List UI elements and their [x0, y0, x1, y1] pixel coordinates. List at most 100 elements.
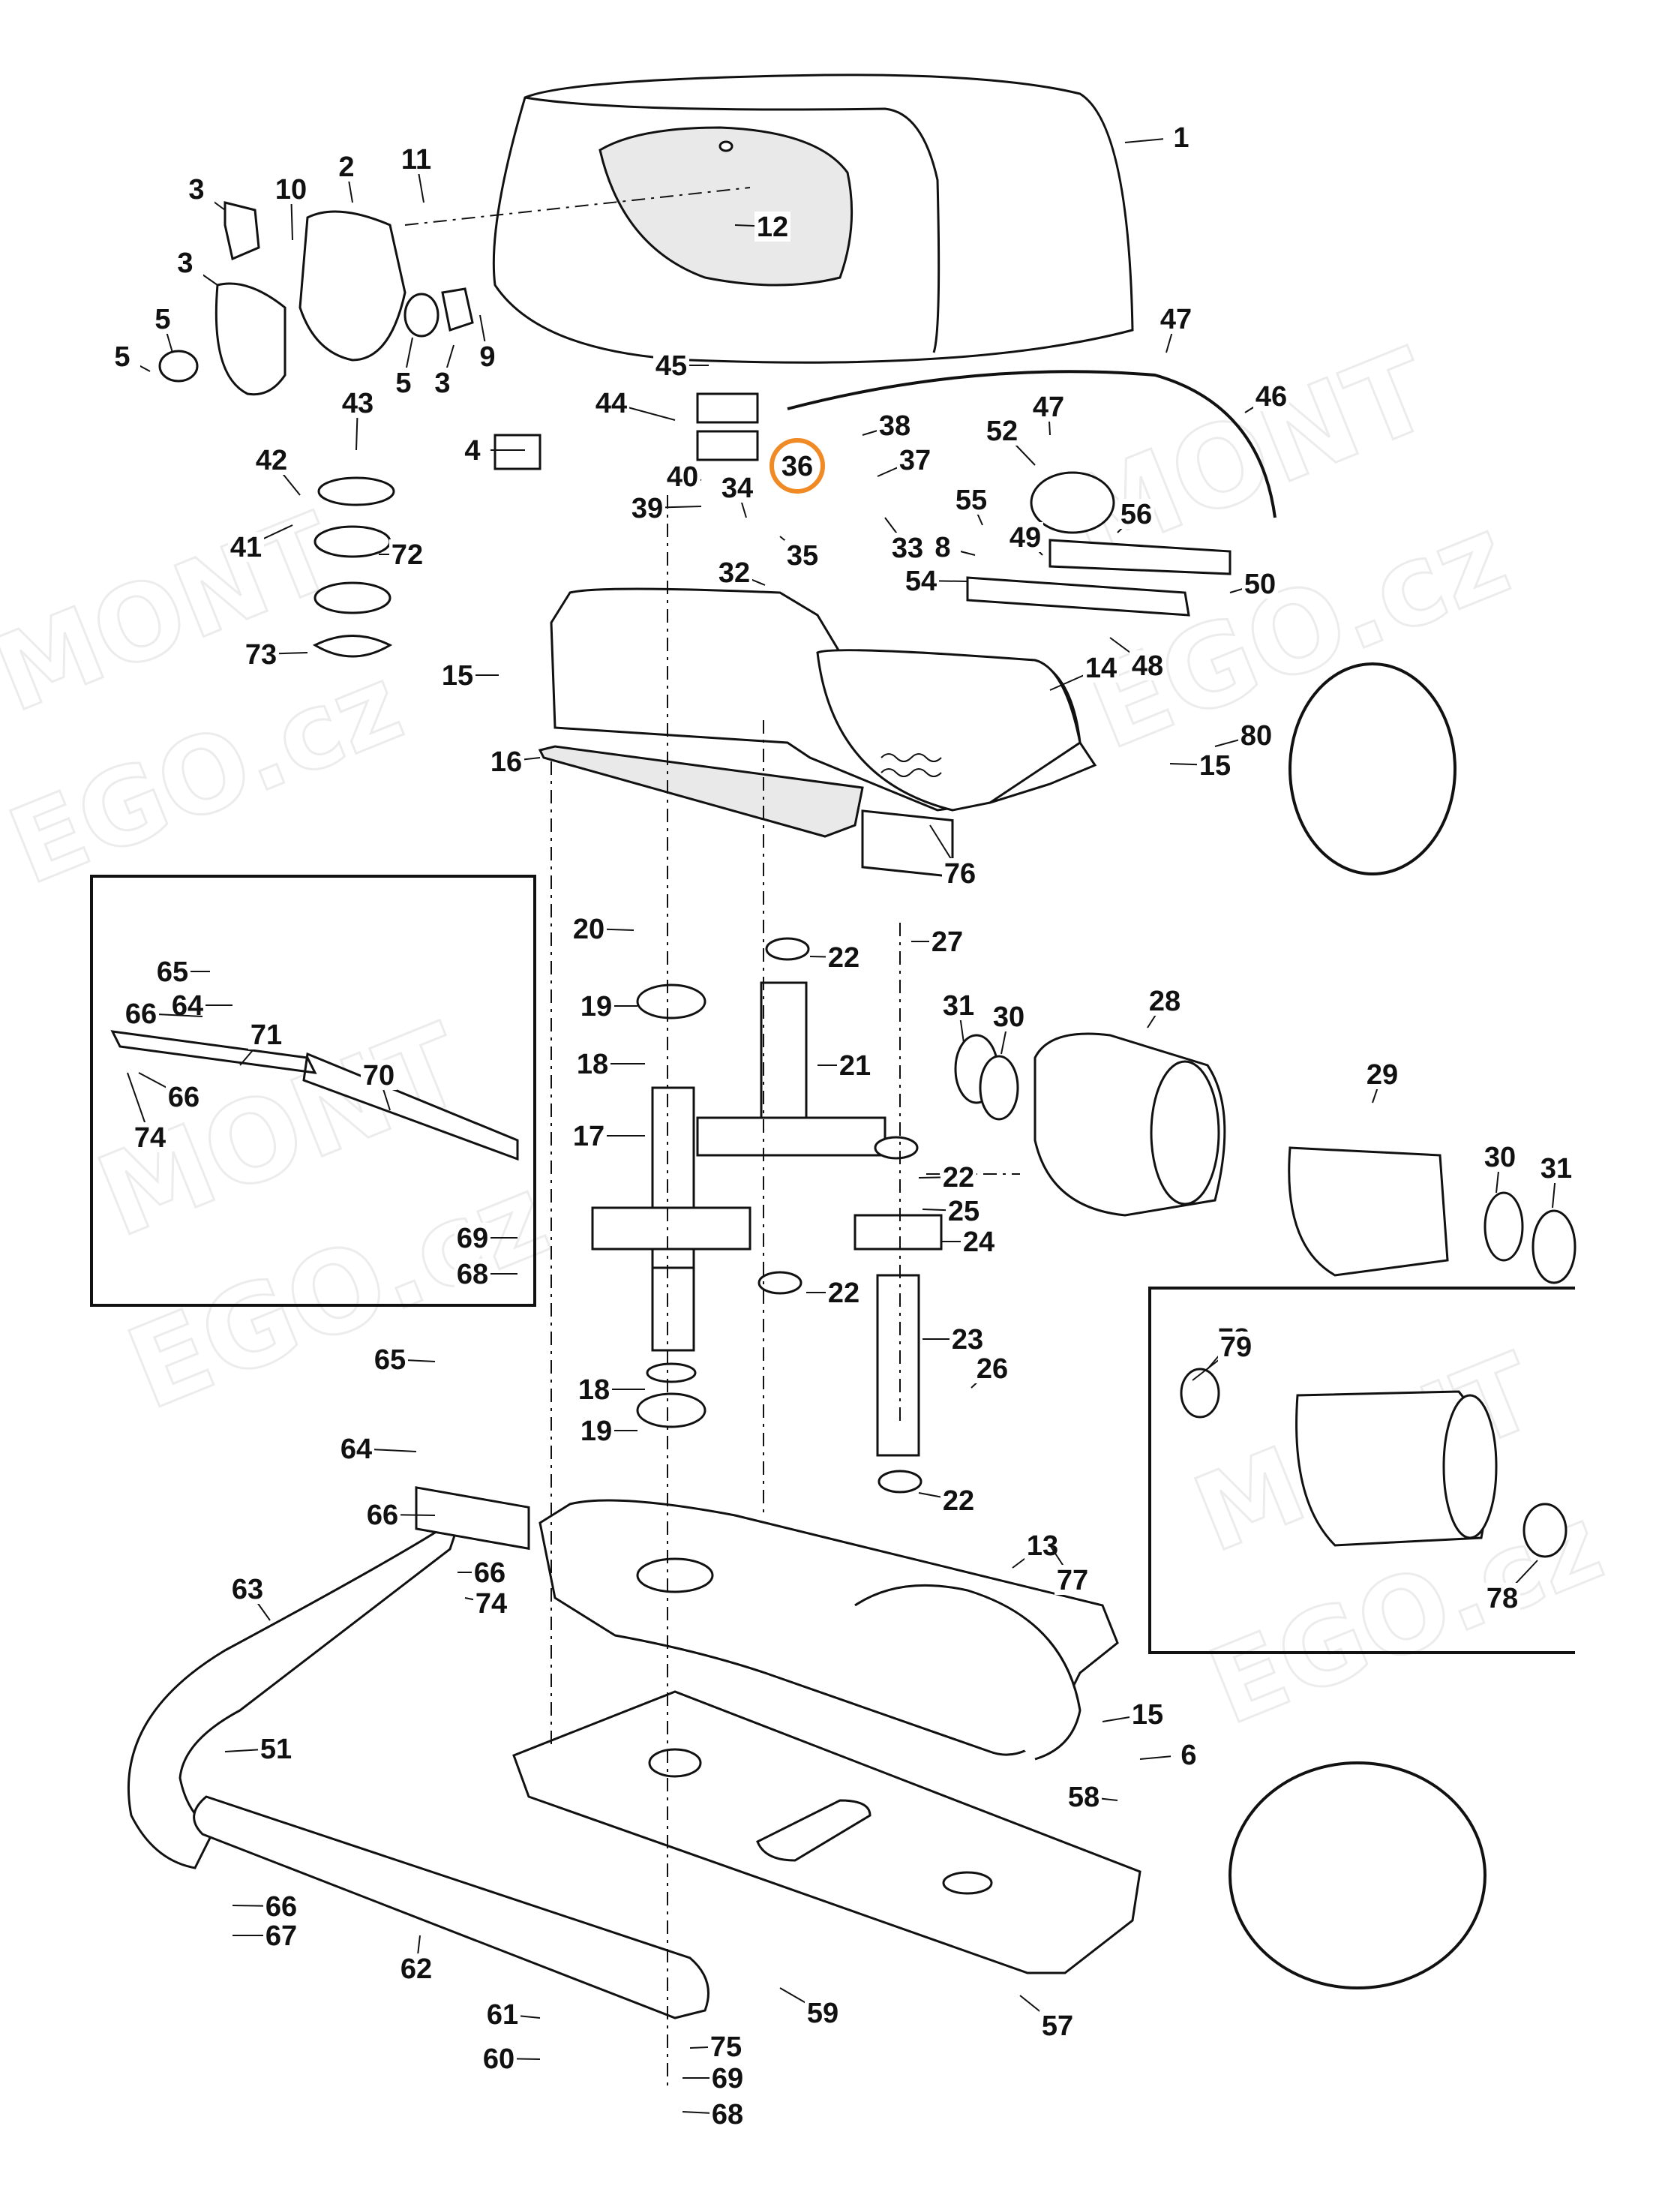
part-label-55[interactable]: 55 [956, 485, 987, 516]
part-label-31[interactable]: 31 [943, 990, 974, 1022]
part-label-61[interactable]: 61 [487, 1999, 518, 2031]
part-label-20[interactable]: 20 [573, 914, 604, 945]
part-label-10[interactable]: 10 [275, 174, 307, 206]
part-label-66[interactable]: 66 [125, 998, 157, 1030]
part-label-41[interactable]: 41 [230, 532, 262, 563]
part-label-15[interactable]: 15 [1132, 1699, 1163, 1731]
part-label-63[interactable]: 63 [232, 1574, 263, 1605]
part-label-15[interactable]: 15 [1199, 750, 1231, 782]
part-label-18[interactable]: 18 [577, 1049, 608, 1080]
part-label-6[interactable]: 6 [1180, 1740, 1196, 1771]
part-label-8[interactable]: 8 [934, 532, 950, 563]
part-label-22[interactable]: 22 [828, 942, 860, 974]
part-label-16[interactable]: 16 [490, 746, 522, 778]
part-label-3[interactable]: 3 [434, 368, 450, 399]
part-label-54[interactable]: 54 [905, 566, 937, 597]
part-label-29[interactable]: 29 [1366, 1059, 1398, 1091]
part-label-49[interactable]: 49 [1010, 522, 1041, 554]
part-label-62[interactable]: 62 [400, 1953, 432, 1985]
part-label-19[interactable]: 19 [580, 991, 612, 1022]
part-label-68[interactable]: 68 [457, 1259, 488, 1290]
part-label-44[interactable]: 44 [596, 388, 627, 419]
part-label-21[interactable]: 21 [839, 1050, 871, 1082]
part-label-12[interactable]: 12 [757, 212, 788, 243]
part-label-65[interactable]: 65 [374, 1344, 406, 1376]
part-label-14[interactable]: 14 [1085, 653, 1117, 684]
part-label-42[interactable]: 42 [256, 445, 287, 476]
part-label-64[interactable]: 64 [340, 1434, 372, 1465]
part-label-66[interactable]: 66 [474, 1557, 506, 1589]
part-label-38[interactable]: 38 [879, 410, 910, 442]
part-label-67[interactable]: 67 [266, 1920, 297, 1952]
part-label-1[interactable]: 1 [1173, 122, 1189, 154]
part-label-79[interactable]: 79 [1220, 1332, 1252, 1363]
part-label-68[interactable]: 68 [712, 2099, 743, 2130]
part-label-2[interactable]: 2 [338, 152, 354, 183]
part-label-80[interactable]: 80 [1240, 720, 1272, 752]
part-label-26[interactable]: 26 [976, 1353, 1008, 1385]
part-label-28[interactable]: 28 [1149, 986, 1180, 1017]
part-label-5[interactable]: 5 [154, 304, 170, 335]
part-label-22[interactable]: 22 [943, 1162, 974, 1194]
part-label-31[interactable]: 31 [1540, 1153, 1572, 1185]
part-label-76[interactable]: 76 [944, 858, 976, 890]
part-label-13[interactable]: 13 [1027, 1530, 1058, 1562]
part-label-66[interactable]: 66 [266, 1891, 297, 1923]
part-label-17[interactable]: 17 [573, 1121, 604, 1152]
part-label-32[interactable]: 32 [718, 557, 750, 589]
part-label-11[interactable]: 11 [401, 144, 431, 176]
part-label-58[interactable]: 58 [1068, 1782, 1100, 1813]
part-label-77[interactable]: 77 [1057, 1565, 1088, 1596]
part-label-30[interactable]: 30 [1484, 1142, 1516, 1173]
part-label-47[interactable]: 47 [1160, 304, 1192, 335]
part-label-46[interactable]: 46 [1256, 381, 1287, 413]
part-label-33[interactable]: 33 [892, 533, 923, 564]
part-label-74[interactable]: 74 [476, 1588, 507, 1620]
part-label-71[interactable]: 71 [250, 1019, 282, 1051]
part-label-65[interactable]: 65 [157, 956, 188, 988]
part-label-40[interactable]: 40 [667, 461, 698, 493]
part-label-72[interactable]: 72 [392, 539, 423, 571]
part-label-4[interactable]: 4 [464, 435, 480, 467]
part-label-69[interactable]: 69 [457, 1223, 488, 1254]
part-label-45[interactable]: 45 [656, 350, 687, 382]
part-label-34[interactable]: 34 [722, 473, 753, 504]
part-label-22[interactable]: 22 [943, 1485, 974, 1517]
part-label-39[interactable]: 39 [632, 493, 663, 524]
part-label-73[interactable]: 73 [245, 639, 277, 671]
part-label-78[interactable]: 78 [1486, 1583, 1518, 1614]
part-label-23[interactable]: 23 [952, 1324, 983, 1356]
part-label-60[interactable]: 60 [483, 2043, 514, 2075]
part-label-37[interactable]: 37 [899, 445, 931, 476]
part-label-69[interactable]: 69 [712, 2063, 743, 2094]
part-label-3[interactable]: 3 [188, 174, 204, 206]
part-label-3[interactable]: 3 [177, 248, 193, 279]
part-label-5[interactable]: 5 [114, 341, 130, 373]
part-label-5[interactable]: 5 [395, 368, 411, 399]
part-label-51[interactable]: 51 [260, 1734, 292, 1765]
part-label-75[interactable]: 75 [710, 2031, 742, 2063]
part-label-27[interactable]: 27 [932, 926, 963, 958]
part-label-48[interactable]: 48 [1132, 650, 1163, 682]
part-label-50[interactable]: 50 [1244, 569, 1276, 600]
part-label-70[interactable]: 70 [363, 1060, 394, 1091]
part-label-9[interactable]: 9 [479, 341, 495, 373]
part-label-25[interactable]: 25 [948, 1196, 980, 1227]
part-label-66[interactable]: 66 [367, 1500, 398, 1531]
part-label-43[interactable]: 43 [342, 388, 374, 419]
part-label-35[interactable]: 35 [787, 540, 818, 572]
part-label-66[interactable]: 66 [168, 1082, 200, 1113]
part-label-22[interactable]: 22 [828, 1278, 860, 1309]
part-label-18[interactable]: 18 [578, 1374, 610, 1406]
part-label-30[interactable]: 30 [993, 1001, 1024, 1033]
part-label-47[interactable]: 47 [1033, 392, 1064, 423]
part-label-57[interactable]: 57 [1042, 2010, 1073, 2042]
part-label-56[interactable]: 56 [1120, 499, 1152, 530]
part-label-36[interactable]: 36 [782, 451, 813, 482]
part-label-59[interactable]: 59 [807, 1998, 838, 2029]
part-label-15[interactable]: 15 [442, 660, 473, 692]
part-label-74[interactable]: 74 [134, 1122, 166, 1154]
part-label-24[interactable]: 24 [963, 1227, 994, 1258]
part-label-19[interactable]: 19 [580, 1416, 612, 1447]
part-label-52[interactable]: 52 [986, 416, 1018, 447]
